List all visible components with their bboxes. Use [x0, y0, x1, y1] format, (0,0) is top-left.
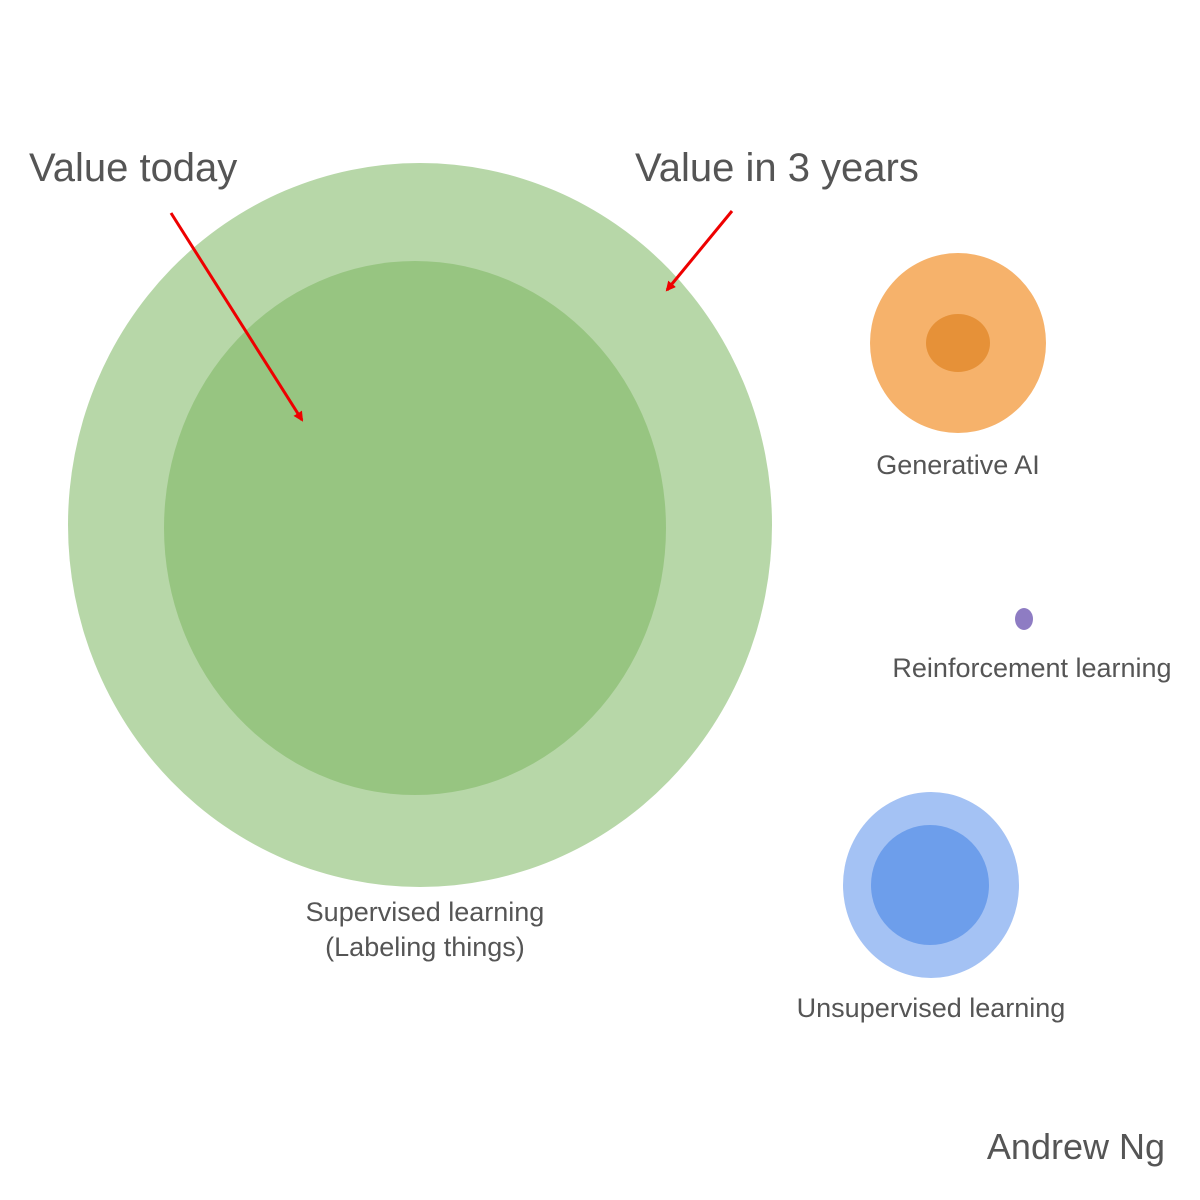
- callout-value-in-3-years: Value in 3 years: [635, 146, 919, 292]
- author-signature: Andrew Ng: [987, 1126, 1165, 1167]
- supervised-label-line1: Supervised learning: [306, 897, 545, 927]
- generative-label: Generative AI: [876, 450, 1040, 480]
- unsupervised-learning-group: Unsupervised learning: [797, 792, 1066, 1023]
- generative-today-circle: [926, 314, 990, 372]
- unsupervised-today-circle: [871, 825, 989, 945]
- supervised-label-line2: (Labeling things): [325, 932, 525, 962]
- reinforcement-label: Reinforcement learning: [892, 653, 1171, 683]
- reinforcement-circle: [1015, 608, 1033, 630]
- generative-ai-group: Generative AI: [870, 253, 1046, 480]
- value-today-arrow: [169, 212, 304, 422]
- supervised-today-circle: [164, 261, 666, 795]
- reinforcement-learning-group: Reinforcement learning: [892, 608, 1172, 683]
- value-in-3-years-arrow: [665, 210, 734, 292]
- callout-value-today: Value today: [29, 146, 304, 422]
- value-in-3-years-text: Value in 3 years: [635, 146, 919, 190]
- unsupervised-label: Unsupervised learning: [797, 993, 1066, 1023]
- value-today-text: Value today: [29, 146, 237, 190]
- supervised-learning-group: Supervised learning (Labeling things): [68, 163, 772, 962]
